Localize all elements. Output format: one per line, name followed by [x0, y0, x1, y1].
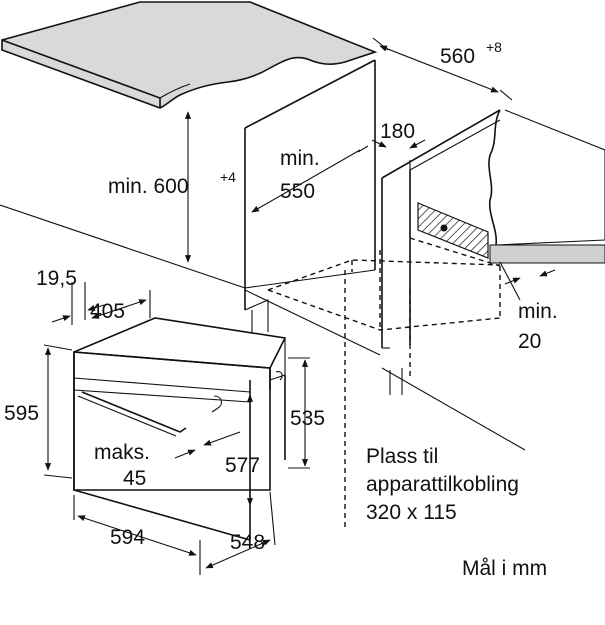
units-note: Mål i mm: [462, 557, 547, 580]
cabinet-niche: [0, 59, 605, 451]
label-back-gap-line2: 20: [518, 330, 541, 353]
knob-icon: [211, 395, 223, 413]
label-niche-width-tol: +8: [486, 39, 502, 55]
label-inner-height: 577: [225, 454, 260, 477]
label-cabinet-height: min. 600: [108, 175, 189, 198]
label-cabinet-height-tol: +4: [220, 169, 236, 185]
dimension-lines: [43, 37, 556, 575]
label-oven-width: 594: [110, 526, 145, 549]
connection-area: [409, 160, 489, 259]
hidden-outline: [267, 237, 501, 530]
label-niche-width: 560: [440, 45, 475, 68]
note-connection-line1: Plass til: [366, 445, 438, 468]
label-rear-opening: 180: [380, 120, 415, 143]
label-front-offset: 19,5: [36, 267, 77, 290]
label-door-depth: 405: [90, 300, 125, 323]
note-connection-line3: 320 x 115: [366, 501, 457, 524]
label-handle-line1: maks.: [94, 441, 150, 464]
door-handle: [81, 391, 187, 433]
label-oven-height: 595: [4, 402, 39, 425]
countertop: [1, 1, 378, 109]
label-niche-depth-line1: min.: [280, 147, 320, 170]
label-handle-line2: 45: [123, 467, 146, 490]
oven: [73, 317, 287, 541]
label-back-gap-line1: min.: [518, 300, 558, 323]
label-body-height: 535: [290, 407, 325, 430]
connection-point: [440, 224, 448, 232]
label-niche-depth-line2: 550: [280, 180, 315, 203]
dimension-labels: 560 +8 min. 600 +4 min. 550 180 min. 20 …: [4, 39, 558, 554]
notes: Plass til apparattilkobling 320 x 115 Må…: [366, 445, 547, 580]
label-oven-depth: 548: [230, 531, 265, 554]
note-connection-line2: apparattilkobling: [366, 473, 519, 496]
